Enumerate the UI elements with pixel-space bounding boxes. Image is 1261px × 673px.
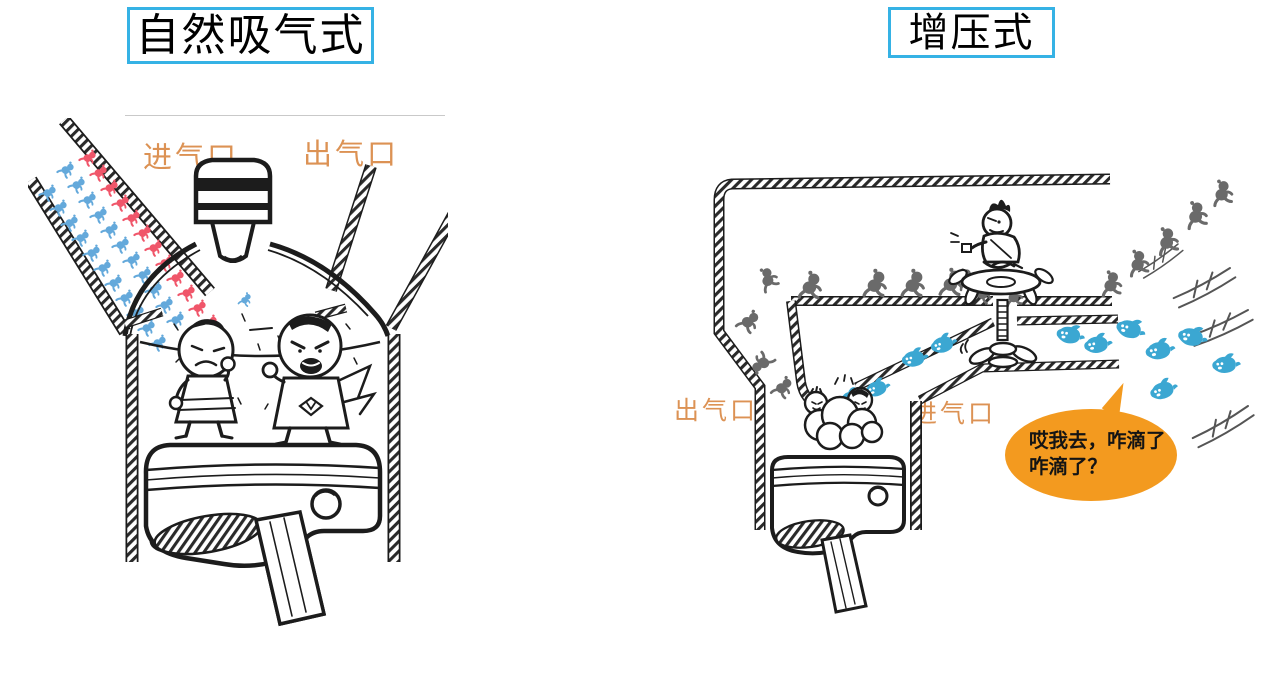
fig-bird-figure (1211, 352, 1242, 375)
speech-bubble (1005, 409, 1177, 501)
cylinder-walls (125, 334, 401, 562)
fig-person-figure (122, 247, 144, 270)
fig-person-figure (1207, 175, 1236, 208)
fig-person-figure (1122, 245, 1152, 278)
turbo-shaft (996, 298, 1009, 342)
fig-person-figure (237, 289, 253, 308)
fig-person-figure (900, 267, 926, 298)
fig-bird-figure (1114, 314, 1149, 342)
fig-bird-figure (1055, 322, 1087, 346)
right-title-box: 增压式 (888, 7, 1055, 58)
spark-plug (193, 157, 273, 263)
exhaust-pipes (325, 164, 448, 331)
wrist-pin-hole (310, 488, 342, 520)
fig-person-figure (56, 157, 78, 180)
fig-bird-figure (1147, 374, 1181, 403)
fig-person-figure (1096, 266, 1124, 299)
right-connecting-rod (820, 533, 868, 614)
fig-person-figure (177, 280, 199, 303)
fig-person-figure (1179, 196, 1211, 231)
turbocharged-engine-illustration (713, 173, 1259, 614)
struggling-figures (168, 313, 377, 446)
fig-person-figure (862, 267, 888, 298)
naturally-aspirated-engine-illustration (28, 118, 448, 627)
right-piston (770, 455, 906, 614)
left-panel-divider (125, 115, 445, 116)
fig-person-figure (1150, 222, 1182, 257)
speech-bubble-line1: 哎我去，咋滴了 (1029, 430, 1166, 452)
cylinder-head-dome (122, 241, 391, 358)
intake-duct (854, 314, 1120, 530)
fig-person-figure (188, 295, 210, 318)
fig-person-figure (769, 371, 796, 400)
right-intake-port-label: 进气口 (912, 400, 997, 428)
fig-bird-figure (1176, 323, 1210, 349)
fig-person-figure (100, 217, 122, 240)
fig-person-figure (78, 187, 100, 210)
fig-person-figure (734, 304, 763, 336)
fig-person-figure (67, 172, 89, 195)
right-exhaust-port-label: 出气口 (674, 397, 759, 425)
fig-person-figure (166, 307, 188, 330)
compressor-fan (959, 339, 1038, 369)
turbine-wheel (948, 267, 1054, 306)
fig-person-figure (797, 269, 823, 300)
combustion-cloud (803, 374, 884, 451)
fig-bird-figure (1082, 331, 1114, 356)
fig-person-figure (104, 270, 126, 293)
fig-person-figure (89, 202, 111, 225)
fig-person-figure (111, 232, 133, 255)
fig-person-figure (93, 255, 115, 278)
right-wrist-pin-hole (867, 485, 889, 507)
fig-bird-figure (1143, 335, 1178, 362)
turbine-rider-figure (950, 199, 1024, 270)
intake-pipe (28, 118, 215, 336)
combustion-figures (803, 374, 874, 416)
speech-bubble-text: 哎我去，咋滴了 咋滴了？ (1029, 428, 1166, 480)
fig-person-figure (751, 262, 782, 294)
left-title: 自然吸气式 (135, 11, 366, 60)
piston (143, 442, 383, 627)
right-title: 增压式 (908, 10, 1035, 55)
speech-bubble-line2: 咋滴了？ (1029, 456, 1108, 479)
left-exhaust-port-label: 出气口 (303, 139, 400, 171)
left-title-box: 自然吸气式 (127, 7, 374, 64)
